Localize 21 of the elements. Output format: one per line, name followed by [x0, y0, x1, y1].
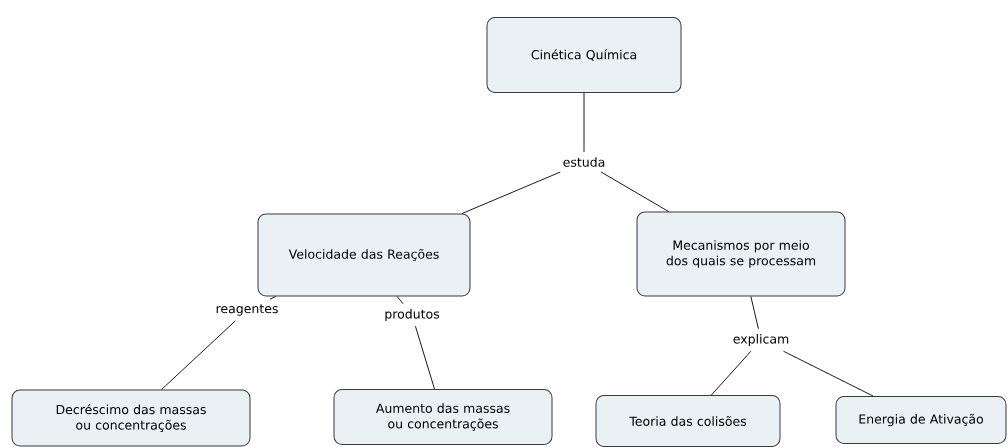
linking-phrase: produtos	[379, 303, 445, 327]
linking-phrase: estuda	[557, 152, 611, 172]
connector-line	[600, 171, 669, 212]
connector-line	[161, 320, 236, 390]
concept-box: Energia de Ativação	[835, 396, 1007, 444]
concept-box: Aumento das massas ou concentrações	[333, 389, 553, 445]
connector-line	[783, 350, 874, 397]
linking-phrase: explicam	[727, 328, 795, 352]
concept-box: Teoria das colisões	[595, 395, 781, 447]
connector-line	[396, 296, 404, 305]
connector-line	[415, 325, 435, 390]
concept-box: Mecanismos por meio dos quais se processam	[636, 211, 846, 297]
concept-box: Decréscimo das massas ou concentrações	[11, 389, 251, 447]
connector-line	[750, 296, 759, 330]
connector-line	[711, 350, 752, 396]
concept-box: Cinética Química	[486, 17, 682, 93]
concept-box: Velocidade das Reações	[257, 213, 471, 297]
linking-phrase: reagentes	[210, 299, 284, 321]
connector-line	[269, 296, 277, 300]
connector-line	[461, 171, 561, 214]
connector-line	[583, 92, 585, 153]
